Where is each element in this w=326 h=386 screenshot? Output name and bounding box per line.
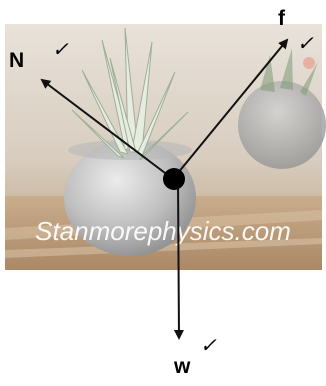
force-label-friction: f [278,7,286,30]
force-arrows [40,38,289,340]
checkmark-friction: ✓ [297,33,314,55]
force-label-normal: N [9,49,24,72]
background-photo [5,24,326,270]
watermark-text: Stanmorephysics.com [35,216,291,246]
object-point [163,168,185,190]
normal-force-arrow [40,78,174,180]
weight-force-arrow [173,178,184,340]
friction-force-arrow [172,38,289,180]
force-label-weight: w [173,355,191,378]
checkmark-weight: ✓ [200,335,217,357]
checkmark-normal: ✓ [52,39,69,61]
